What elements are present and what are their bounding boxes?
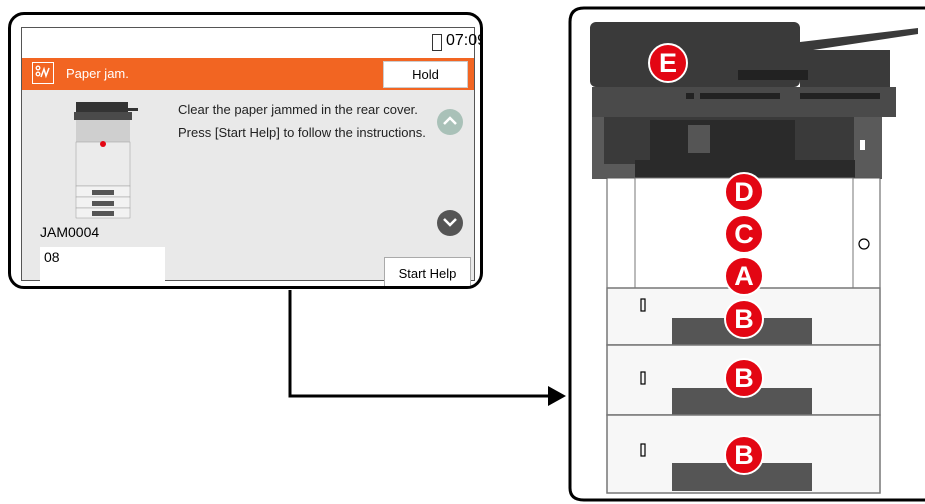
chevron-up-icon	[443, 116, 457, 125]
paper-jam-alert-bar: Paper jam. Hold	[22, 58, 474, 90]
hold-button[interactable]: Hold	[383, 61, 468, 88]
operation-panel: 07:09 Paper jam. Hold Clear the paper ja…	[8, 12, 483, 289]
battery-icon	[432, 34, 442, 51]
jam-location-a: A	[724, 256, 764, 296]
jam-location-e: E	[648, 43, 688, 83]
touch-screen: 07:09 Paper jam. Hold Clear the paper ja…	[21, 27, 480, 286]
chevron-down-icon	[443, 218, 457, 227]
status-bar: 07:09	[22, 28, 480, 58]
start-help-button[interactable]: Start Help	[384, 257, 471, 286]
arrow-head	[548, 386, 566, 406]
jam-location-c: C	[724, 214, 764, 254]
scroll-down-button[interactable]	[437, 210, 463, 236]
printer-illustration	[74, 102, 138, 219]
clock: 07:09	[446, 32, 483, 49]
jam-location-b-3: B	[724, 435, 764, 475]
instruction-line-1: Clear the paper jammed in the rear cover…	[178, 102, 418, 117]
alert-message: Paper jam.	[66, 66, 129, 81]
jam-detail-value: 08	[44, 249, 60, 265]
jam-detail-box: 08	[40, 247, 165, 286]
machine-frame	[568, 6, 925, 502]
control-strip	[592, 87, 896, 117]
jam-icon	[32, 62, 54, 84]
instruction-line-2: Press [Start Help] to follow the instruc…	[178, 125, 426, 140]
jam-location-b-1: B	[724, 299, 764, 339]
jam-location-b-2: B	[724, 358, 764, 398]
jam-code: JAM0004	[40, 224, 100, 240]
jam-location-d: D	[724, 172, 764, 212]
connector-line	[288, 290, 548, 398]
scroll-up-button[interactable]	[437, 109, 463, 135]
